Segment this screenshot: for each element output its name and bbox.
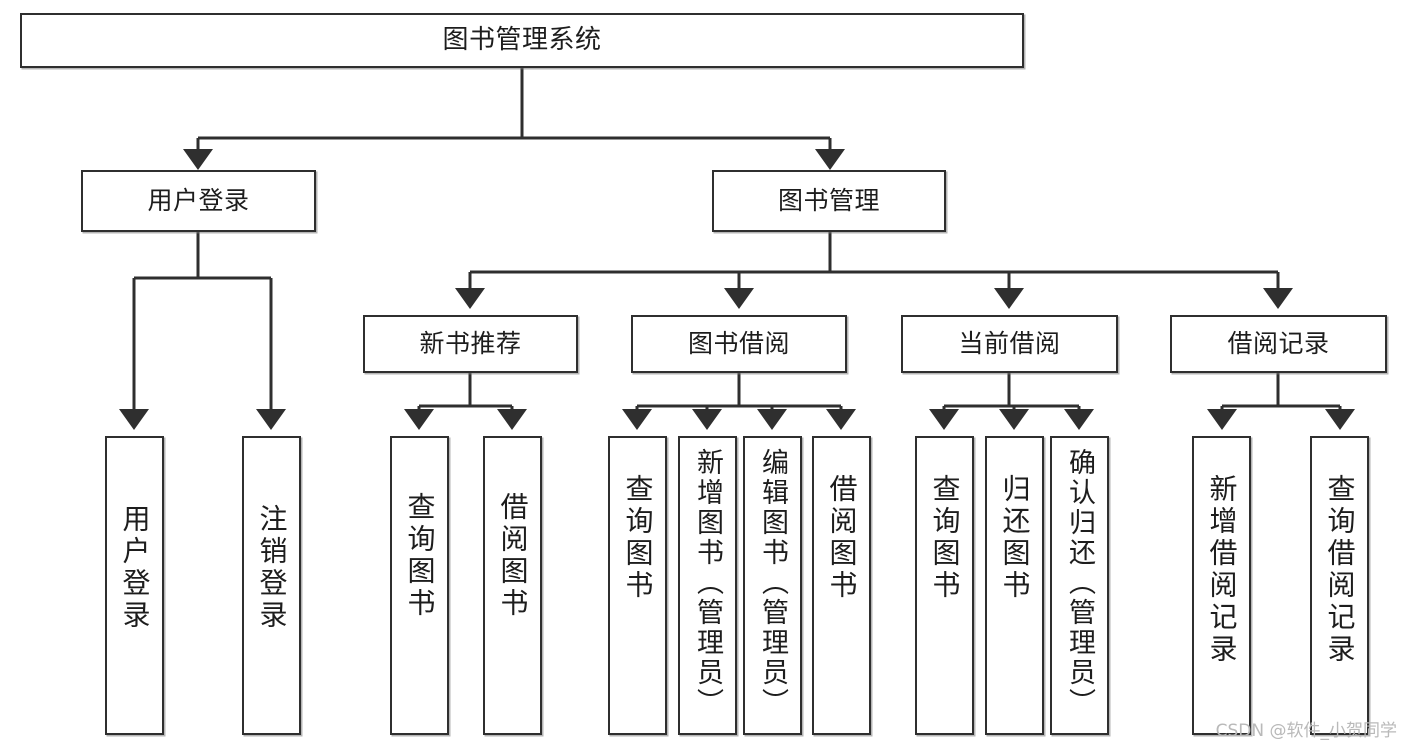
node-leaf-query-book-current[interactable]: 查询图书	[915, 436, 974, 735]
node-root-system[interactable]: 图书管理系统	[20, 13, 1024, 68]
node-label: 新增图书（管理员）	[692, 448, 723, 718]
node-leaf-user-logout[interactable]: 注销登录	[242, 436, 301, 735]
node-label: 查询借阅记录	[1323, 474, 1357, 666]
node-label: 借阅图书	[496, 492, 530, 620]
node-label: 查询图书	[621, 474, 655, 602]
node-leaf-edit-book[interactable]: 编辑图书（管理员）	[743, 436, 802, 735]
node-leaf-query-book-recommend[interactable]: 查询图书	[390, 436, 449, 735]
node-new-book-recommend[interactable]: 新书推荐	[363, 315, 578, 373]
node-label: 借阅记录	[1227, 329, 1330, 359]
node-leaf-user-login[interactable]: 用户登录	[105, 436, 164, 735]
node-label: 借阅图书	[825, 474, 859, 602]
csdn-watermark: CSDN @软件_小贺同学	[1215, 721, 1397, 741]
node-leaf-confirm-return[interactable]: 确认归还（管理员）	[1050, 436, 1109, 735]
node-label: 用户登录	[147, 186, 250, 216]
node-leaf-add-book[interactable]: 新增图书（管理员）	[678, 436, 737, 735]
node-leaf-return-book[interactable]: 归还图书	[985, 436, 1044, 735]
node-book-manage[interactable]: 图书管理	[712, 170, 946, 232]
node-current-borrow[interactable]: 当前借阅	[901, 315, 1118, 373]
node-label: 注销登录	[255, 504, 289, 632]
node-label: 归还图书	[998, 474, 1032, 602]
node-label: 用户登录	[118, 504, 152, 632]
node-label: 确认归还（管理员）	[1064, 448, 1095, 718]
node-label: 图书借阅	[687, 329, 790, 359]
node-borrow-record[interactable]: 借阅记录	[1170, 315, 1387, 373]
node-label: 当前借阅	[958, 329, 1061, 359]
node-label: 查询图书	[928, 474, 962, 602]
node-leaf-add-borrow-record[interactable]: 新增借阅记录	[1192, 436, 1251, 735]
node-leaf-query-borrow-record[interactable]: 查询借阅记录	[1310, 436, 1369, 735]
node-label: 图书管理系统	[442, 25, 602, 56]
node-label: 新书推荐	[419, 329, 522, 359]
node-book-borrow[interactable]: 图书借阅	[631, 315, 847, 373]
node-label: 编辑图书（管理员）	[757, 448, 788, 718]
node-label: 新增借阅记录	[1205, 474, 1239, 666]
node-leaf-borrow-book[interactable]: 借阅图书	[812, 436, 871, 735]
node-leaf-borrow-book-recommend[interactable]: 借阅图书	[483, 436, 542, 735]
node-leaf-query-book-borrow[interactable]: 查询图书	[608, 436, 667, 735]
node-label: 图书管理	[777, 186, 880, 216]
node-user-login[interactable]: 用户登录	[81, 170, 316, 232]
node-label: 查询图书	[403, 492, 437, 620]
